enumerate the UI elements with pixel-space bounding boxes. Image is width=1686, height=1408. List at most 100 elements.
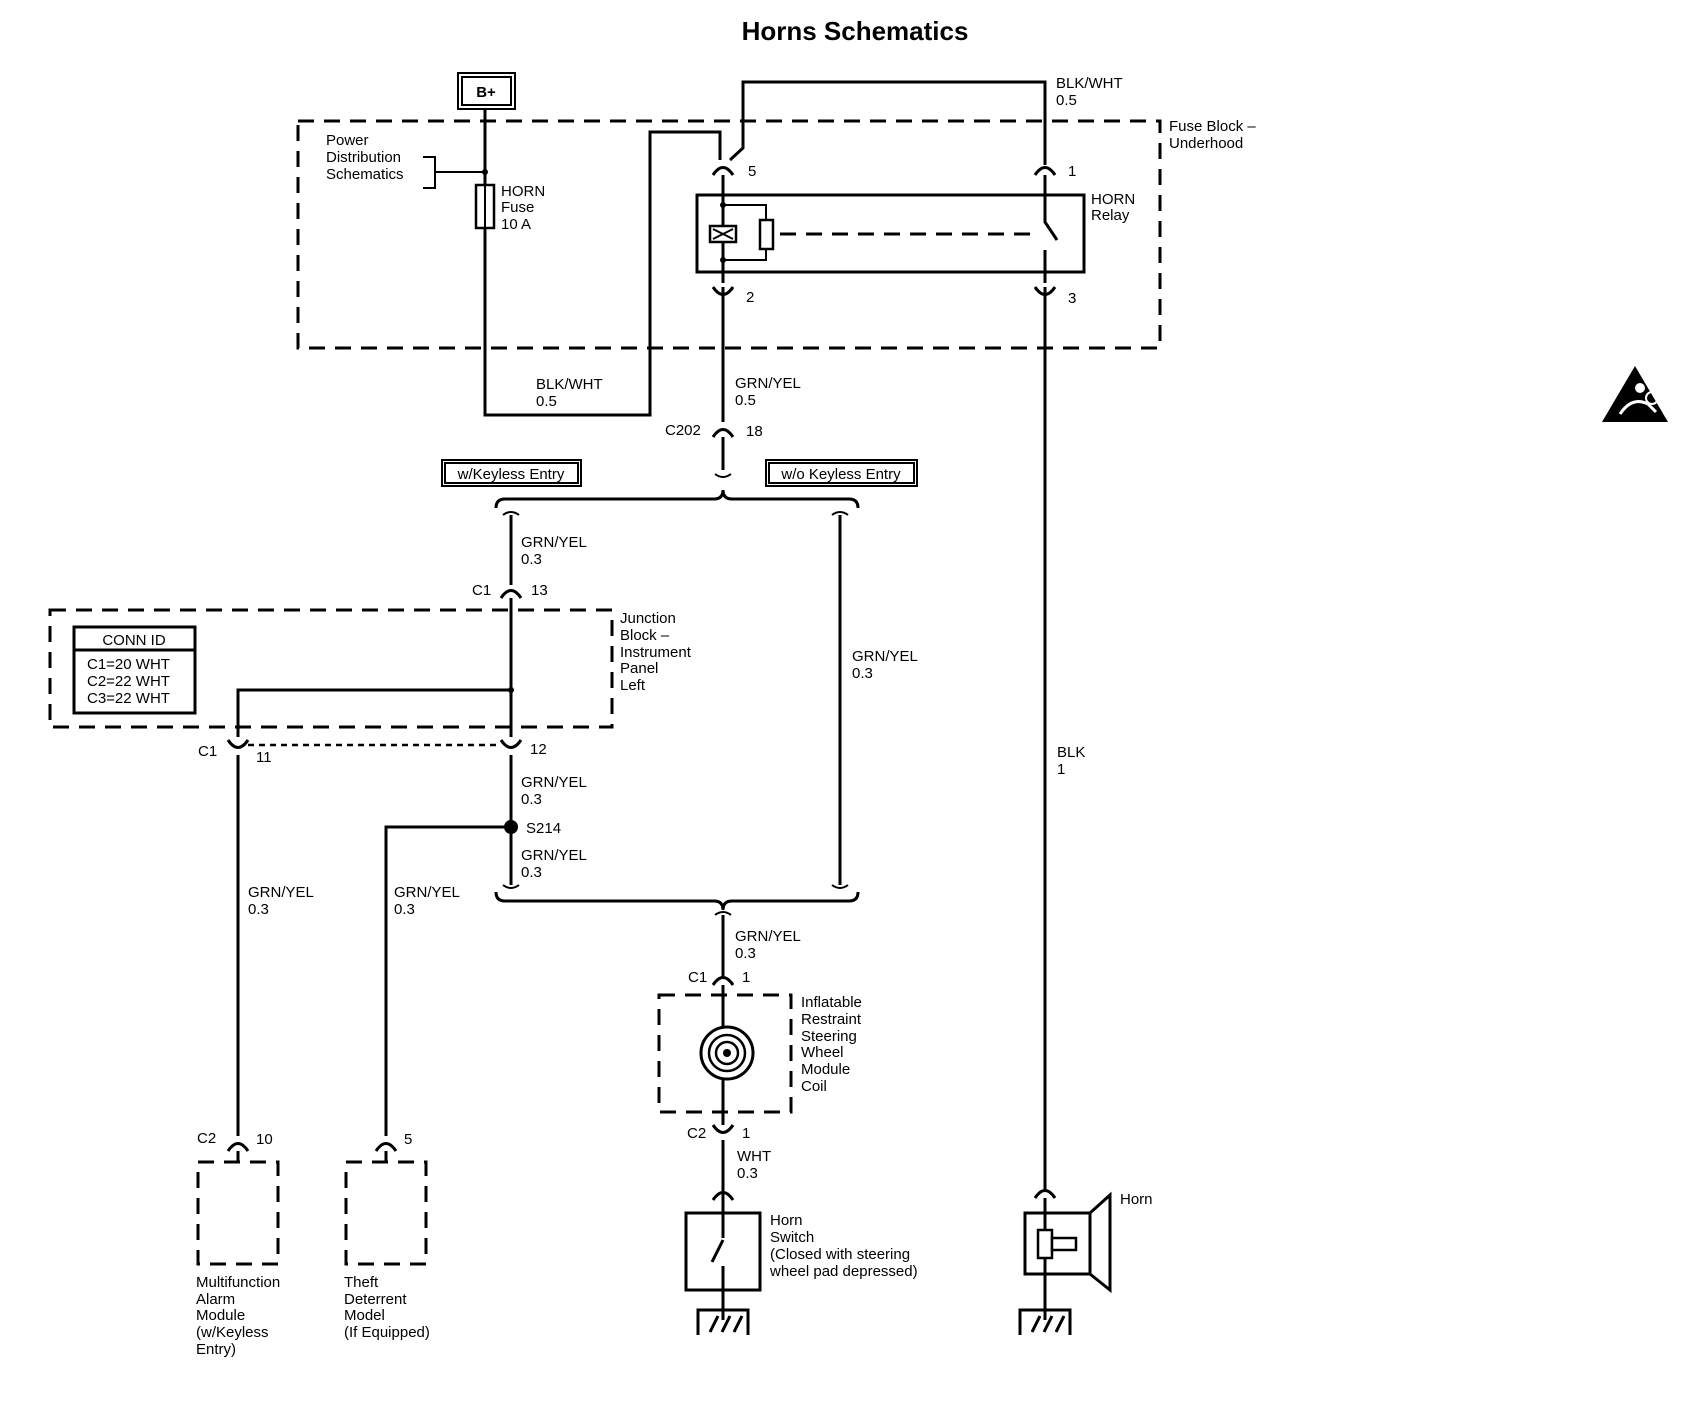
coil-c1-label: C1 <box>688 969 707 986</box>
jb-c1-11-terminal <box>226 739 250 749</box>
conn-id-row2: C2=22 WHT <box>87 673 170 690</box>
fuse-label-3: 10 A <box>501 216 531 233</box>
wire-feed-size: 0.5 <box>536 393 557 410</box>
wire-noke-color: GRN/YEL <box>852 648 918 665</box>
coil-c2-label: C2 <box>687 1125 706 1142</box>
wire-jb-out-size: 0.3 <box>521 791 542 808</box>
s214-cap-bottom <box>502 884 520 889</box>
fuse-block-label-2: Underhood <box>1169 135 1243 152</box>
wire-switch-size: 0.3 <box>737 1165 758 1182</box>
horn-switch-label-3: (Closed with steering <box>770 1246 910 1263</box>
jb-c1-top-label: C1 <box>472 582 491 599</box>
option-without-keyless-label: w/o Keyless Entry <box>780 466 901 483</box>
option-brace-bottom <box>494 891 860 911</box>
horn-label: Horn <box>1120 1191 1153 1208</box>
horn-switch-label-4: wheel pad depressed) <box>769 1263 918 1280</box>
wire-noke-size: 0.3 <box>852 665 873 682</box>
horn-icon <box>1023 1191 1112 1320</box>
relay-pin1-terminal <box>1033 166 1057 176</box>
clockspring-icon <box>699 1025 755 1081</box>
power-dist-label-3: Schematics <box>326 166 404 183</box>
horn-relay-box <box>695 193 1086 274</box>
wire-horn-size: 1 <box>1057 761 1065 778</box>
noke-cap-bottom <box>831 884 849 889</box>
ground-icon <box>696 1308 750 1335</box>
relay-coil <box>708 175 775 283</box>
jb-label-3: Instrument <box>620 644 692 661</box>
wire-horn-color: BLK <box>1057 744 1085 761</box>
relay-pin5-terminal <box>711 166 735 176</box>
wire-s214-down-color: GRN/YEL <box>521 847 587 864</box>
horn-switch-label-1: Horn <box>770 1212 803 1229</box>
alarm-terminal <box>226 1142 250 1152</box>
wire-feed-color: BLK/WHT <box>536 376 603 393</box>
noke-cap-top <box>831 511 849 516</box>
airbag-warning-icon <box>1602 366 1668 422</box>
wire-theft-size: 0.3 <box>394 901 415 918</box>
conn-id-table <box>72 625 197 715</box>
coil-c1-terminal <box>711 976 735 986</box>
power-dist-label-1: Power <box>326 132 369 149</box>
wire-theft-color: GRN/YEL <box>394 884 460 901</box>
jb-label-2: Block – <box>620 627 670 644</box>
theft-label-1: Theft <box>344 1274 379 1291</box>
conn-id-row3: C3=22 WHT <box>87 690 170 707</box>
alarm-label-4: (w/Keyless <box>196 1324 269 1341</box>
wire-top-loop <box>728 80 1047 165</box>
theft-label-4: (If Equipped) <box>344 1324 430 1341</box>
jb-label-1: Junction <box>620 610 676 627</box>
coil-label-5: Module <box>801 1061 850 1078</box>
fuse-label-2: Fuse <box>501 199 534 216</box>
jb-c1-top-terminal <box>499 589 523 599</box>
coil-in-cap <box>714 911 732 916</box>
relay-pin1-label: 1 <box>1068 163 1076 180</box>
coil-label-4: Wheel <box>801 1044 844 1061</box>
jb-c1-left-pin: 11 <box>256 749 272 766</box>
wire-jb-internal-left <box>236 688 511 737</box>
power-dist-bracket <box>423 156 485 189</box>
wire-top-color: BLK/WHT <box>1056 75 1123 92</box>
conn-id-header: CONN ID <box>102 632 166 649</box>
wire-ke-upper-color: GRN/YEL <box>521 534 587 551</box>
wire-c202-break <box>714 473 732 478</box>
ke-upper-cap <box>502 511 520 516</box>
relay-switch-contact <box>1043 175 1059 283</box>
relay-pin2-label: 2 <box>746 289 754 306</box>
battery-label: B+ <box>476 84 496 101</box>
alarm-pin-label: 10 <box>256 1131 273 1148</box>
fuse-label-1: HORN <box>501 183 545 200</box>
fuse-block-label-1: Fuse Block – <box>1169 118 1256 135</box>
coil-box <box>657 993 793 1114</box>
c202-terminal <box>711 428 735 438</box>
battery-source: B+ <box>457 72 516 110</box>
relay-pin3-label: 3 <box>1068 290 1076 307</box>
coil-label-6: Coil <box>801 1078 827 1095</box>
theft-pin-label: 5 <box>404 1131 412 1148</box>
coil-label-2: Restraint <box>801 1011 862 1028</box>
coil-label-1: Inflatable <box>801 994 862 1011</box>
coil-c2-pin: 1 <box>742 1125 750 1142</box>
jb-c1-left-label: C1 <box>198 743 217 760</box>
wire-alarm-color: GRN/YEL <box>248 884 314 901</box>
power-dist-label-2: Distribution <box>326 149 401 166</box>
alarm-c2-label: C2 <box>197 1130 216 1147</box>
jb-label-4: Panel <box>620 660 658 677</box>
splice-s214-label: S214 <box>526 820 561 837</box>
relay-label-2: Relay <box>1091 207 1130 224</box>
relay-label-1: HORN <box>1091 191 1135 208</box>
fuse-block-outline <box>296 119 1162 350</box>
conn-id-row1: C1=20 WHT <box>87 656 170 673</box>
coil-c2-terminal <box>711 1124 735 1134</box>
alarm-module-box <box>196 1160 280 1266</box>
horn-fuse <box>474 183 496 230</box>
alarm-label-3: Module <box>196 1307 245 1324</box>
c202-pin-label: 18 <box>746 423 763 440</box>
wire-alarm-size: 0.3 <box>248 901 269 918</box>
switch-terminal <box>711 1191 735 1201</box>
wire-coil-in-color: GRN/YEL <box>735 928 801 945</box>
wire-jb-out-color: GRN/YEL <box>521 774 587 791</box>
option-without-keyless: w/o Keyless Entry <box>765 459 918 487</box>
horn-ground-icon <box>1018 1308 1072 1335</box>
page-title: Horns Schematics <box>742 16 969 46</box>
